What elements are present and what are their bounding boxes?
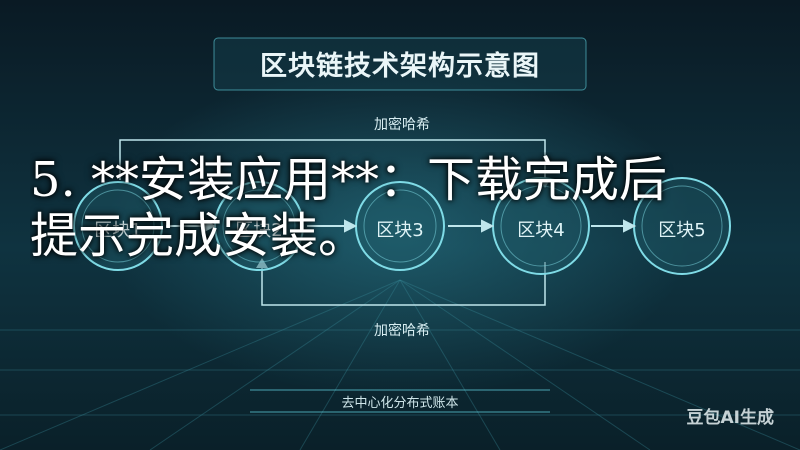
hash-connector-top	[119, 139, 546, 180]
chain-arrows	[166, 219, 637, 233]
footer-caption: 去中心化分布式账本	[341, 396, 459, 411]
block-label-3: 区块3	[376, 220, 424, 241]
grid-lines	[0, 279, 800, 450]
title-frame	[213, 37, 587, 91]
overlay-line-2: 提示完成安装。	[30, 208, 367, 264]
diagram-title: 区块链技术架构示意图	[260, 51, 540, 82]
block-label-5: 区块5	[658, 220, 706, 241]
block-node-1	[73, 181, 163, 271]
block-label-1: 区块1	[94, 220, 142, 241]
watermark: 豆包AI生成	[686, 408, 774, 428]
overlay-line-1: 5. **安装应用**：下载完成后	[30, 152, 668, 208]
hash-arrow-bottom	[256, 258, 268, 268]
hash-label-top: 加密哈希	[374, 117, 430, 133]
footer-frame	[250, 389, 550, 413]
block-label-2: 区块2	[235, 220, 283, 241]
overlay-caption: 5. **安装应用**：下载完成后 提示完成安装。	[30, 152, 800, 264]
hash-label-bottom: 加密哈希	[374, 323, 430, 339]
hash-arrow-top	[539, 178, 551, 188]
hash-connector-bottom	[261, 262, 546, 306]
block-label-4: 区块4	[517, 220, 565, 241]
